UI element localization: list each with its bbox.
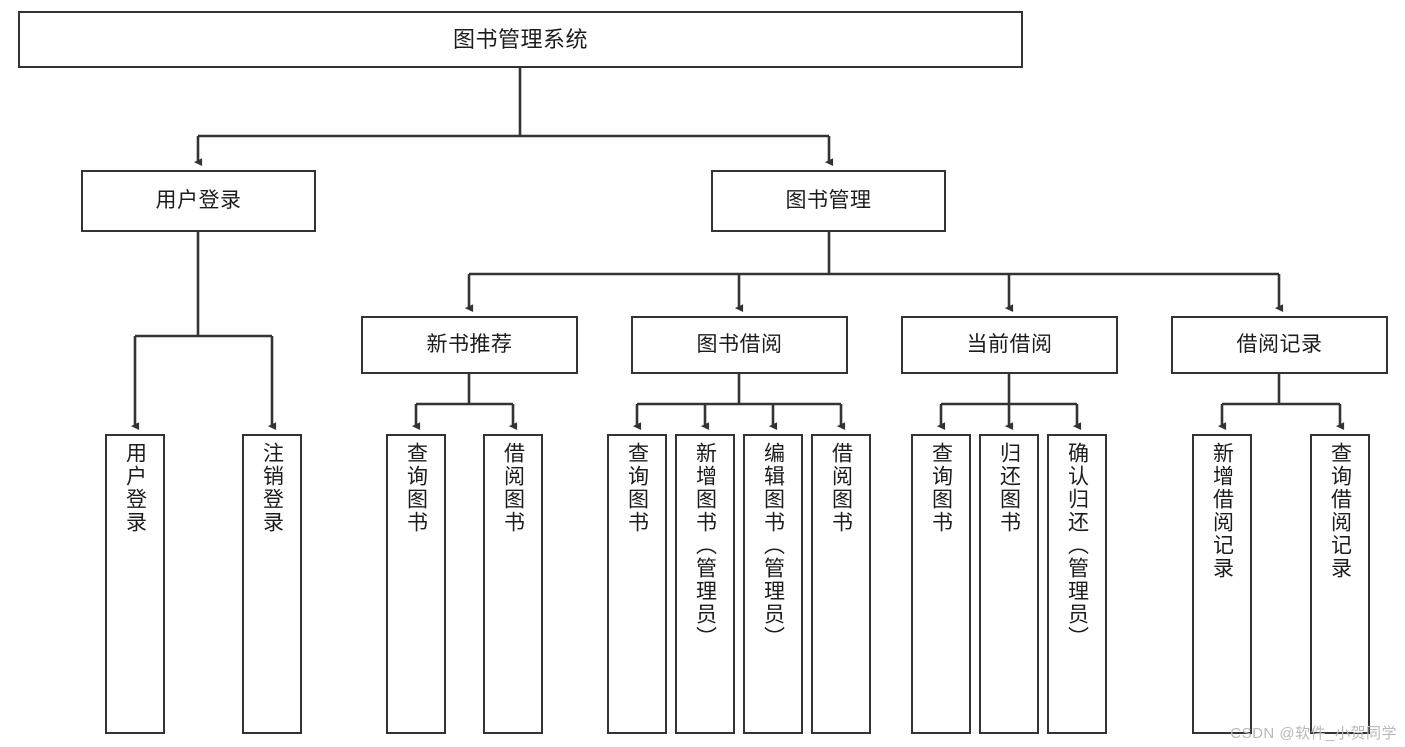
node-label: 图书管理 bbox=[785, 188, 872, 212]
node-current-borrow[interactable]: 当前借阅 bbox=[901, 316, 1118, 374]
node-label: 图书管理系统 bbox=[452, 26, 588, 52]
node-label: 用户登录 bbox=[155, 188, 242, 212]
node-label: 借阅图书 bbox=[501, 442, 525, 534]
leaf-currentborrow-confirm-return-admin[interactable]: 确认归还（管理员） bbox=[1047, 434, 1107, 734]
leaf-borrowrecord-add-record[interactable]: 新增借阅记录 bbox=[1192, 434, 1252, 734]
node-label: 注销登录 bbox=[260, 442, 284, 534]
leaf-currentborrow-return-book[interactable]: 归还图书 bbox=[979, 434, 1039, 734]
node-label: 图书借阅 bbox=[696, 332, 783, 356]
leaf-user-login[interactable]: 用户登录 bbox=[105, 434, 165, 734]
node-label: 新增图书（管理员） bbox=[693, 442, 717, 649]
leaf-borrowrecord-query-record[interactable]: 查询借阅记录 bbox=[1310, 434, 1370, 734]
node-label: 查询图书 bbox=[929, 442, 953, 534]
leaf-bookborrow-query-book[interactable]: 查询图书 bbox=[607, 434, 667, 734]
node-label: 当前借阅 bbox=[966, 332, 1053, 356]
node-borrow-record[interactable]: 借阅记录 bbox=[1171, 316, 1388, 374]
node-label: 新增借阅记录 bbox=[1210, 442, 1234, 580]
node-root-system[interactable]: 图书管理系统 bbox=[18, 11, 1023, 68]
node-label: 编辑图书（管理员） bbox=[761, 442, 785, 649]
node-label: 新书推荐 bbox=[426, 332, 513, 356]
node-label: 查询借阅记录 bbox=[1328, 442, 1352, 580]
node-new-book-recommend[interactable]: 新书推荐 bbox=[361, 316, 578, 374]
node-user-login[interactable]: 用户登录 bbox=[81, 170, 316, 232]
node-label: 借阅记录 bbox=[1236, 332, 1323, 356]
node-label: 借阅图书 bbox=[829, 442, 853, 534]
node-label: 归还图书 bbox=[997, 442, 1021, 534]
node-label: 用户登录 bbox=[123, 442, 147, 534]
leaf-newbook-query-book[interactable]: 查询图书 bbox=[386, 434, 446, 734]
node-book-borrow[interactable]: 图书借阅 bbox=[631, 316, 848, 374]
node-book-management[interactable]: 图书管理 bbox=[711, 170, 946, 232]
leaf-newbook-borrow-book[interactable]: 借阅图书 bbox=[483, 434, 543, 734]
node-label: 查询图书 bbox=[404, 442, 428, 534]
leaf-currentborrow-query-book[interactable]: 查询图书 bbox=[911, 434, 971, 734]
csdn-watermark: CSDN @软件_小贺同学 bbox=[1230, 725, 1397, 742]
leaf-bookborrow-add-book-admin[interactable]: 新增图书（管理员） bbox=[675, 434, 735, 734]
leaf-bookborrow-edit-book-admin[interactable]: 编辑图书（管理员） bbox=[743, 434, 803, 734]
leaf-bookborrow-borrow-book[interactable]: 借阅图书 bbox=[811, 434, 871, 734]
leaf-logout[interactable]: 注销登录 bbox=[242, 434, 302, 734]
node-label: 确认归还（管理员） bbox=[1065, 442, 1089, 649]
node-label: 查询图书 bbox=[625, 442, 649, 534]
